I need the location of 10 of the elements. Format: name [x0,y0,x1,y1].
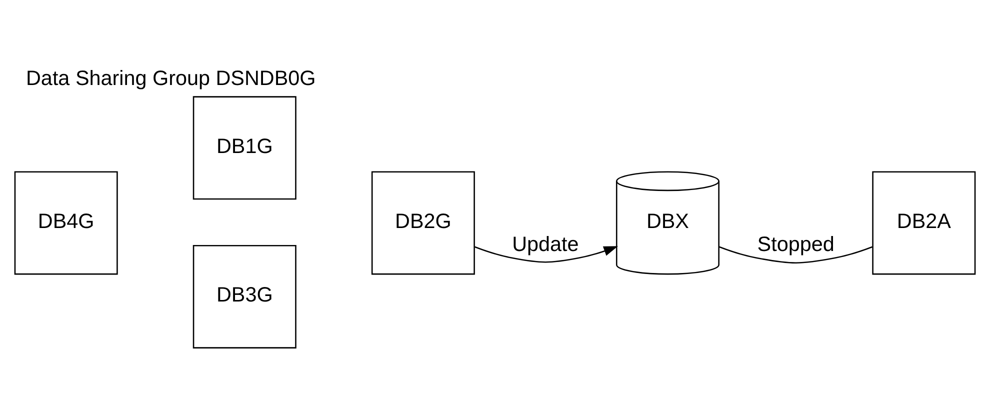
edge-label: Stopped [756,232,834,256]
node-box: DB2A [872,170,976,274]
arrow [474,246,618,262]
edge-label: Update [512,232,578,256]
node-box: DB1G [192,96,296,200]
node-box: DB3G [192,244,296,348]
diagram-title: Data Sharing Group DSNDB0G [26,66,316,90]
node-box: DB2G [370,170,474,274]
connector [718,246,872,263]
node-box: DB4G [14,170,118,274]
